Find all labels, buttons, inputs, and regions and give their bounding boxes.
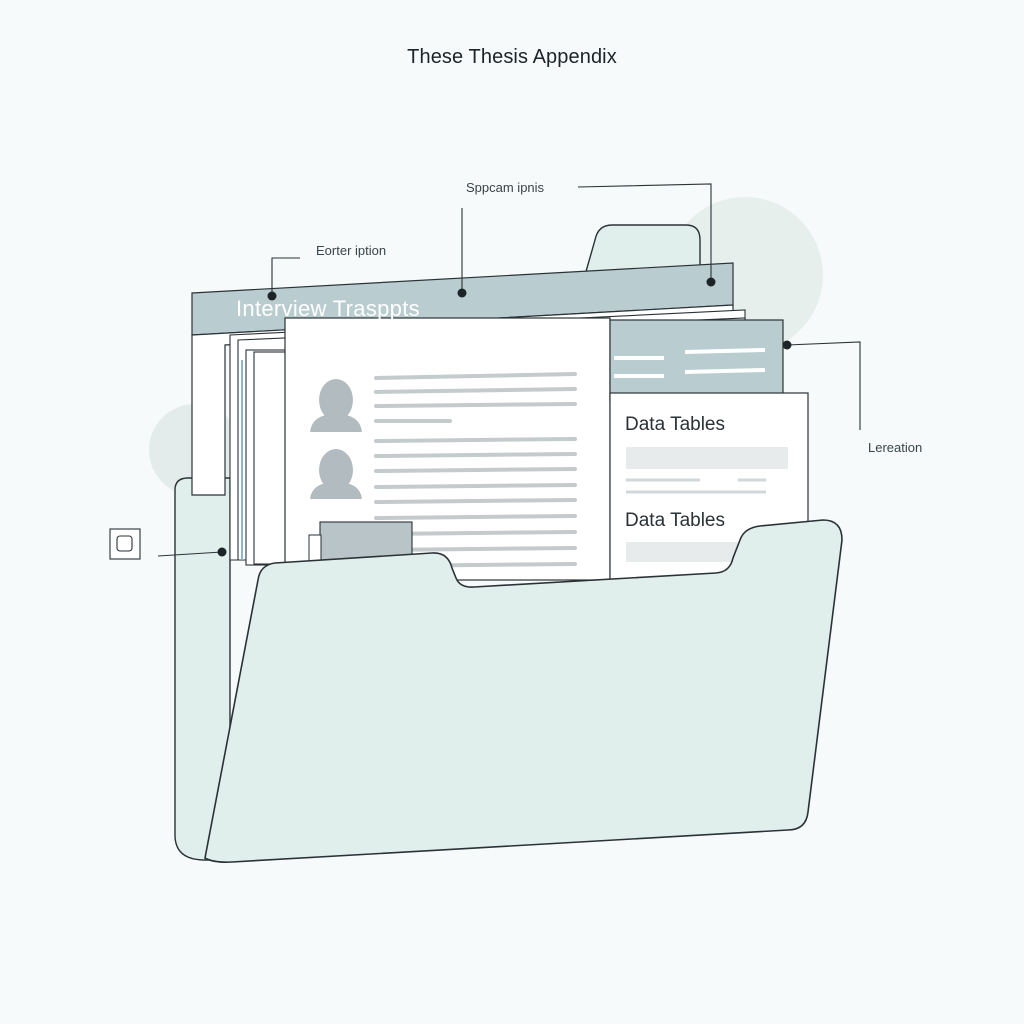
tab-label: Interview Trasppts — [236, 296, 420, 321]
callout-top-right — [577, 183, 712, 281]
callout-top-left — [271, 257, 300, 296]
callout-left — [157, 551, 223, 557]
callout-dot — [457, 288, 467, 298]
small-square-icon — [109, 528, 141, 560]
data-tables-heading: Data Tables — [625, 414, 725, 435]
data-table-row-shade — [626, 447, 788, 469]
callout-dot — [267, 291, 277, 301]
callout-dot — [217, 547, 227, 557]
callout-dot — [782, 340, 792, 350]
data-table-header-page — [609, 319, 784, 403]
transcript-tab-sheet — [308, 534, 322, 564]
header-lines — [614, 348, 766, 378]
data-tables-heading-secondary: Data Tables — [625, 510, 725, 531]
callout-dot — [706, 277, 716, 287]
page-title: These Thesis Appendix — [407, 46, 617, 68]
data-table-lines — [626, 478, 766, 494]
callout-label-right: Lereation — [868, 440, 923, 455]
transcript-text-lines — [374, 372, 577, 568]
callout-label-top-left: Eorter iption — [316, 243, 387, 258]
person-avatar-icon — [310, 449, 362, 499]
callout-right — [786, 341, 861, 430]
folder-back-tab — [584, 224, 701, 279]
back-sheet — [191, 304, 734, 496]
folder-front-pocket — [204, 519, 843, 863]
person-avatar-icon — [310, 379, 362, 432]
callout-label-top-center: Sppcam ipnis — [466, 180, 545, 195]
